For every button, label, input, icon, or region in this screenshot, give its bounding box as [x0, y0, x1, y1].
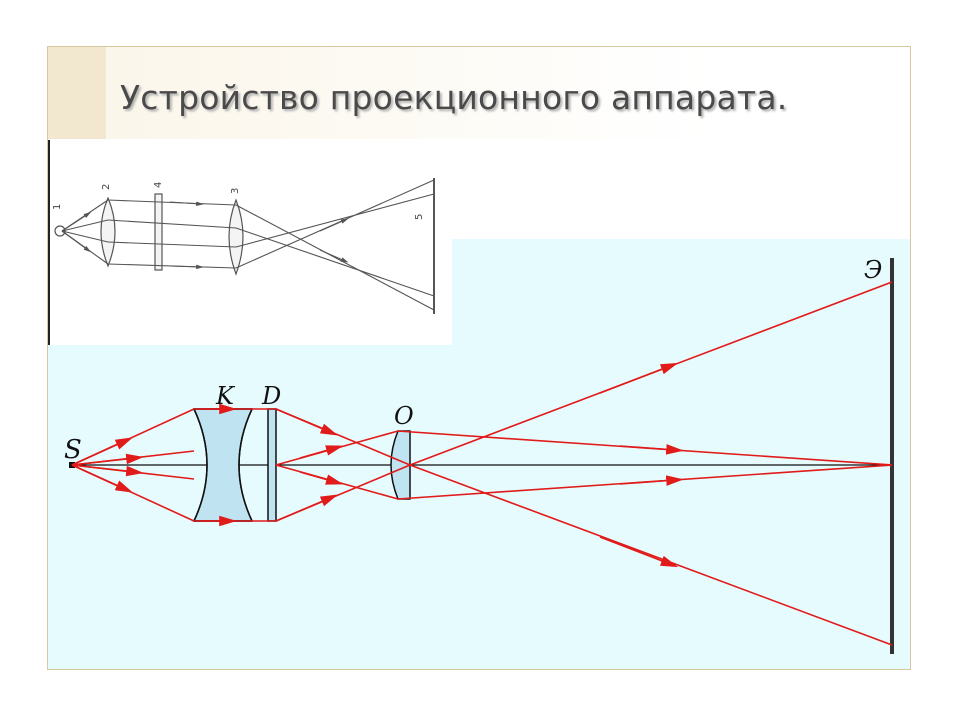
- title-accent-block: [48, 47, 106, 139]
- slide-title: Устройство проекционного аппарата.: [120, 78, 788, 117]
- inset-label-screen: 5: [414, 214, 425, 220]
- label-source: S: [64, 435, 82, 465]
- inset-label-condenser: 2: [101, 184, 112, 190]
- inset-rays: [61, 179, 435, 311]
- title-band: [106, 47, 910, 139]
- label-slide: D: [261, 382, 281, 410]
- inset-source: [54, 225, 66, 237]
- inset-condenser-lens: [100, 196, 116, 268]
- label-screen: Э: [864, 256, 882, 284]
- inset-objective-lens: [228, 198, 244, 276]
- label-objective: O: [394, 402, 414, 430]
- label-condenser: K: [215, 382, 236, 410]
- inset-slide-frame: [154, 193, 163, 271]
- rays: [71, 281, 893, 646]
- inset-label-source: 1: [52, 204, 63, 210]
- inset-label-slide-frame: 4: [153, 182, 164, 188]
- inset-label-objective: 3: [230, 188, 241, 194]
